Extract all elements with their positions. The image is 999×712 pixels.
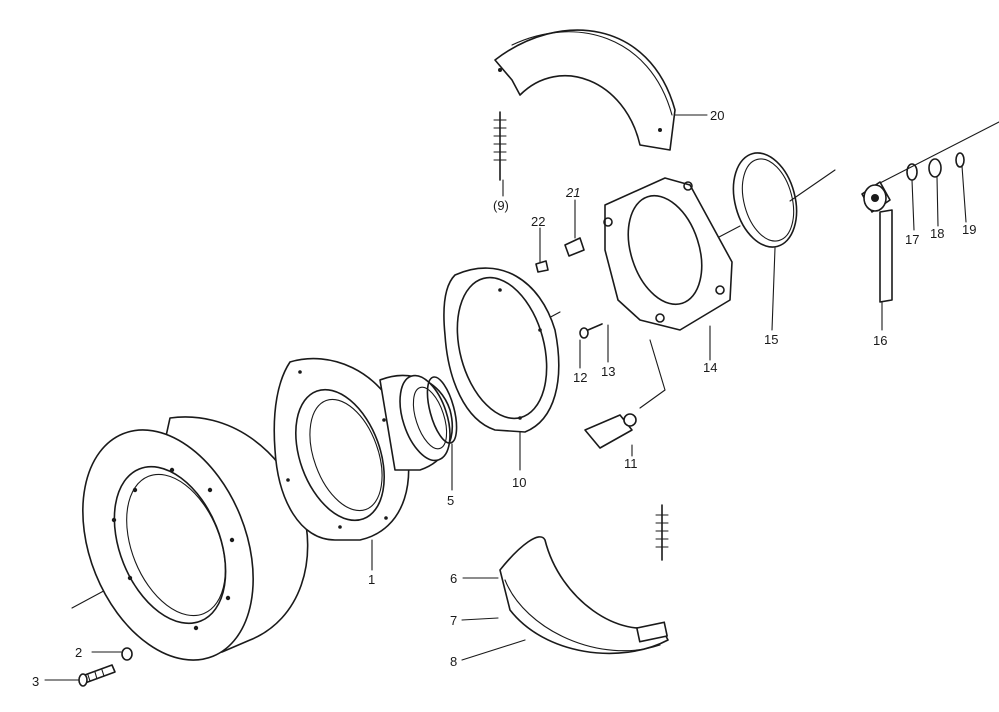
upper-brake-shoe (494, 29, 676, 151)
label-part-7: 7 (450, 613, 457, 628)
part-labels: 1 2 3 5 6 7 8 (9) 10 11 12 13 14 15 16 1… (32, 108, 976, 689)
label-part-22: 22 (531, 214, 545, 229)
label-part-12: 12 (573, 370, 587, 385)
label-part-21: 21 (565, 185, 580, 200)
seal-ring (426, 376, 458, 444)
label-part-3: 3 (32, 674, 39, 689)
label-part-8: 8 (450, 654, 457, 669)
drum-bolt (78, 647, 133, 687)
wheel-studs (535, 237, 585, 273)
small-washers (906, 152, 965, 181)
hub (379, 374, 454, 471)
retaining-ring (732, 152, 798, 248)
upper-spring (493, 111, 507, 181)
label-part-19: 19 (962, 222, 976, 237)
label-part-11: 11 (624, 456, 638, 471)
brake-drum (82, 416, 309, 661)
label-part-9: (9) (493, 198, 509, 213)
label-part-13: 13 (601, 364, 615, 379)
label-part-2: 2 (75, 645, 82, 660)
label-part-20: 20 (710, 108, 724, 123)
label-part-5: 5 (447, 493, 454, 508)
label-part-15: 15 (764, 332, 778, 347)
label-part-16: 16 (873, 333, 887, 348)
label-part-1: 1 (368, 572, 375, 587)
label-part-18: 18 (930, 226, 944, 241)
label-part-17: 17 (905, 232, 919, 247)
adjuster-assembly (579, 323, 666, 449)
flange-plate (273, 357, 410, 541)
lever-arm (861, 181, 893, 303)
dust-cover (443, 267, 560, 433)
lower-spring (655, 504, 669, 561)
label-part-6: 6 (450, 571, 457, 586)
drum-bolt-holes (111, 467, 235, 631)
label-part-14: 14 (703, 360, 717, 375)
backing-plate (603, 177, 733, 331)
leader-lines (44, 114, 967, 681)
lower-brake-shoe (499, 536, 669, 655)
label-part-10: 10 (512, 475, 526, 490)
